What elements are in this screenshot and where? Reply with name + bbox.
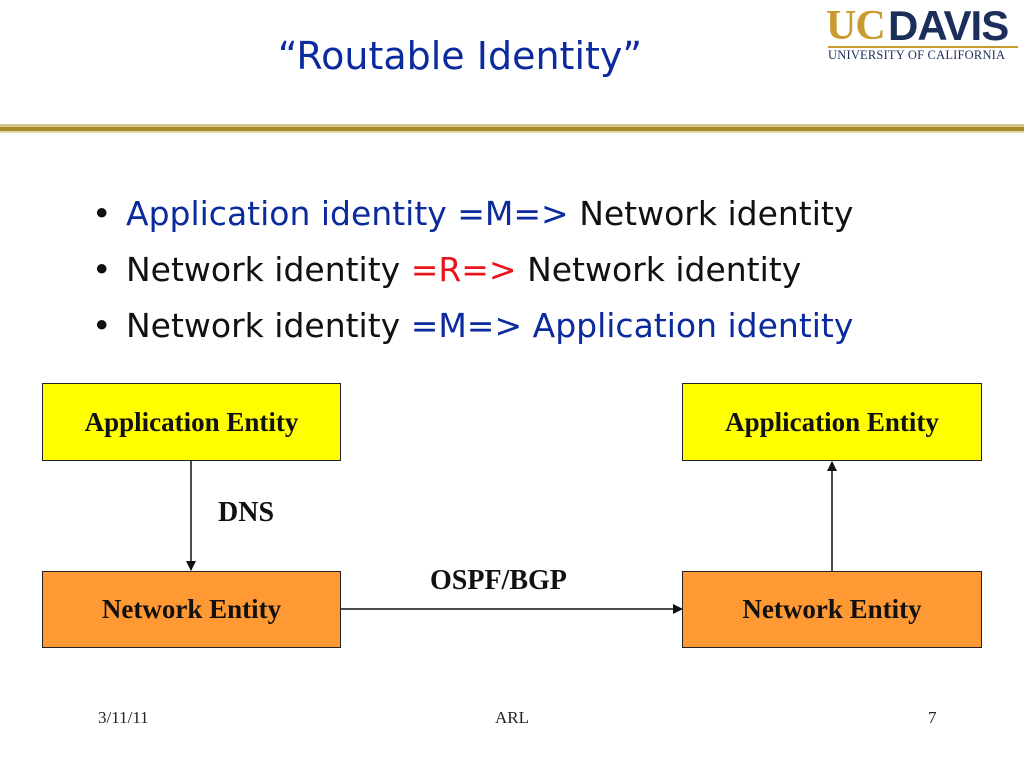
bullet-list: • Application identity =M=> Network iden… [92, 186, 853, 354]
bullet-dot-icon: • [92, 250, 112, 289]
header-rule-light [0, 124, 1024, 127]
page-number: 7 [928, 708, 937, 727]
left-application-entity-box: Application Entity [42, 383, 341, 461]
bullet-text: Network identity [568, 194, 854, 233]
bullet-text: Network identity [126, 306, 411, 345]
bullet-text: Network identity [516, 250, 802, 289]
ucdavis-logo: UC DAVIS UNIVERSITY OF CALIFORNIA [826, 4, 1020, 64]
header-rule [0, 127, 1024, 131]
bullet-text: Network identity [126, 250, 411, 289]
bullet-item: • Network identity =M=> Application iden… [92, 298, 853, 354]
bullet-dot-icon: • [92, 306, 112, 345]
bullet-text-blue: Application identity =M=> [126, 194, 569, 233]
dns-label: DNS [218, 497, 275, 528]
logo-davis-text: DAVIS [888, 2, 1009, 49]
bullet-text-blue: =M=> [410, 306, 523, 345]
footer-date: 3/11/11 [98, 708, 149, 727]
bullet-dot-icon: • [92, 194, 112, 233]
bullet-text-blue: Application identity [522, 306, 854, 345]
right-network-entity-box: Network Entity [682, 571, 982, 648]
logo-subtitle: UNIVERSITY OF CALIFORNIA [828, 48, 1006, 62]
logo-rule [828, 46, 1018, 48]
bullet-item: • Network identity =R=> Network identity [92, 242, 853, 298]
bullet-text-red: =R=> [410, 250, 517, 289]
footer-center: ARL [495, 708, 529, 727]
header-rule-shadow [0, 131, 1024, 133]
right-application-entity-box: Application Entity [682, 383, 982, 461]
ospf-bgp-label: OSPF/BGP [430, 565, 567, 596]
left-network-entity-box: Network Entity [42, 571, 341, 648]
logo-uc-text: UC [826, 3, 886, 49]
slide-title: “Routable Identity” [277, 34, 643, 78]
bullet-item: • Application identity =M=> Network iden… [92, 186, 853, 242]
